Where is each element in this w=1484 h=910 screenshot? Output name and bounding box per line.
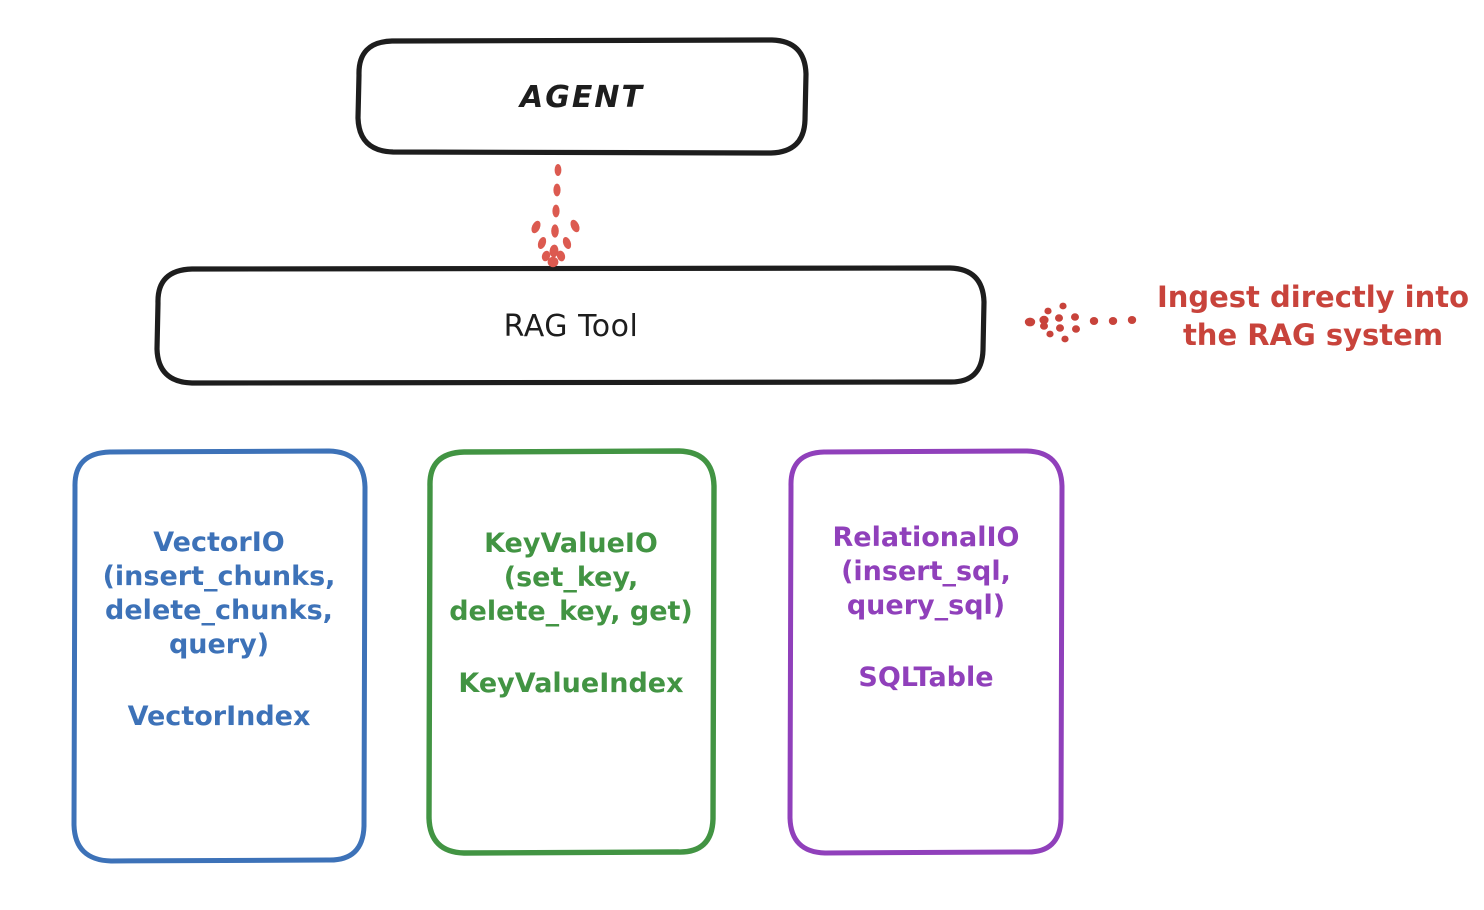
vector-io-box-outline xyxy=(71,448,368,864)
ingest-annotation-label: Ingest directly into the RAG system xyxy=(1156,280,1470,352)
rag-tool-box-outline xyxy=(154,265,987,386)
vector-io-api-label: VectorIO (insert_chunks, delete_chunks, … xyxy=(102,526,336,660)
key-value-io-api-label: KeyValueIO (set_key, delete_key, get) xyxy=(449,527,693,627)
agent-box-outline xyxy=(355,37,809,156)
rag-tool-node[interactable]: RAG Tool xyxy=(157,268,985,384)
agent-node[interactable]: AGENT xyxy=(357,40,807,154)
vector-io-node[interactable]: VectorIO (insert_chunks, delete_chunks, … xyxy=(73,450,365,862)
vector-index-label: VectorIndex xyxy=(127,701,311,733)
relational-io-box-outline xyxy=(787,448,1065,856)
relational-io-content: RelationalIO (insert_sql, query_sql) SQL… xyxy=(833,521,1020,695)
vector-io-content: VectorIO (insert_chunks, delete_chunks, … xyxy=(103,526,336,734)
ingest-arrow xyxy=(1024,302,1137,343)
sql-table-label: SQLTable xyxy=(858,662,994,694)
relational-io-node[interactable]: RelationalIO (insert_sql, query_sql) SQL… xyxy=(790,450,1062,854)
agent-to-rag-tool-arrow xyxy=(531,164,580,268)
rag-tool-label: RAG Tool xyxy=(503,308,639,344)
key-value-io-node[interactable]: KeyValueIO (set_key, delete_key, get) Ke… xyxy=(428,450,714,854)
key-value-io-content: KeyValueIO (set_key, delete_key, get) Ke… xyxy=(449,527,693,701)
key-value-index-label: KeyValueIndex xyxy=(458,668,684,700)
agent-label: AGENT xyxy=(520,79,644,115)
key-value-io-box-outline xyxy=(426,448,717,856)
relational-io-api-label: RelationalIO (insert_sql, query_sql) xyxy=(832,521,1020,621)
